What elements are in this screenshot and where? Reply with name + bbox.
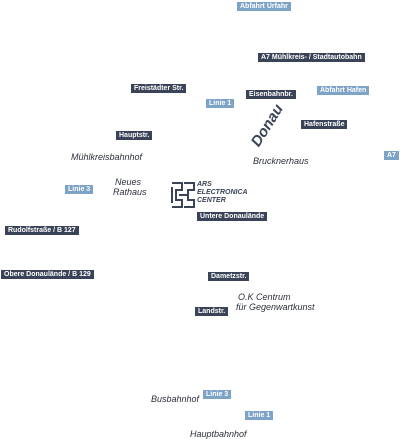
place-neues-rathaus-line2: Rathaus bbox=[113, 187, 147, 197]
abfahrt-hafen-tag: Abfahrt Hafen bbox=[317, 86, 370, 95]
linie-1-tag-bottom: Linie 1 bbox=[245, 411, 274, 420]
freistaedter-str-tag: Freistädter Str. bbox=[131, 84, 187, 93]
river-label: Donau bbox=[247, 101, 287, 150]
place-brucknerhaus: Brucknerhaus bbox=[253, 156, 309, 166]
abfahrt-urfahr-tag: Abfahrt Urfahr bbox=[237, 2, 291, 11]
linie-1-tag-top: Linie 1 bbox=[206, 99, 235, 108]
place-busbahnhof: Busbahnhof bbox=[151, 394, 200, 404]
logo-line-center: CENTER bbox=[197, 197, 226, 204]
place-muehlkreisbahnhof: Mühlkreisbahnhof bbox=[71, 152, 143, 162]
landstrasse-tag: Landstr. bbox=[195, 307, 229, 316]
logo-line-ars: ARS bbox=[197, 181, 212, 188]
a7-muehlkreis-tag: A7 Mühlkreis- / Stadtautobahn bbox=[258, 53, 365, 62]
place-ok-centrum: O.K Centrum für Gegenwartkunst bbox=[236, 292, 315, 312]
place-ok-centrum-line2: für Gegenwartkunst bbox=[236, 302, 315, 312]
place-ok-centrum-line1: O.K Centrum bbox=[238, 292, 291, 302]
obere-donaulaende-tag: Obere Donaulände / B 129 bbox=[1, 270, 94, 279]
place-neues-rathaus: Neues Rathaus bbox=[113, 177, 147, 197]
place-hauptbahnhof: Hauptbahnhof bbox=[190, 429, 247, 439]
untere-donaulaende-tag: Untere Donaulände bbox=[197, 212, 268, 221]
place-neues-rathaus-line1: Neues bbox=[115, 177, 142, 187]
rudolfstrasse-tag: Rudolfstraße / B 127 bbox=[5, 226, 79, 235]
ars-electronica-logo-icon bbox=[171, 182, 195, 208]
logo-text: ARS ELECTRONICA CENTER bbox=[197, 181, 248, 205]
a7-tag-right: A7 bbox=[384, 151, 399, 160]
linie-3-tag-left: Linie 3 bbox=[65, 185, 94, 194]
ars-electronica-center-logo: ARS ELECTRONICA CENTER bbox=[170, 181, 254, 209]
eisenbahnbruecke-tag: Eisenbahnbr. bbox=[246, 90, 296, 99]
linie-3-tag-bottom: Linie 3 bbox=[203, 390, 232, 399]
hauptstrasse-tag: Hauptstr. bbox=[116, 131, 153, 140]
hafenstrasse-tag: Hafenstraße bbox=[301, 120, 348, 129]
logo-line-electronica: ELECTRONICA bbox=[197, 189, 248, 196]
dametzstrasse-tag: Dametzstr. bbox=[208, 272, 250, 281]
